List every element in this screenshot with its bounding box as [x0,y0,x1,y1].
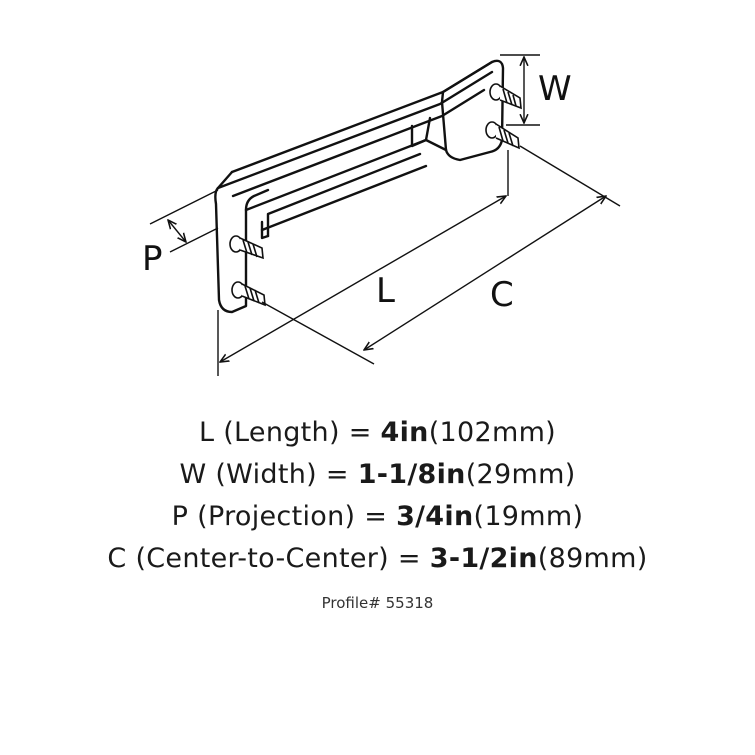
spec-length: L (Length) = 4in(102mm) [0,412,755,454]
handle-drawing [214,59,505,314]
c-label: C [490,275,514,315]
l-dimension-line [220,196,506,362]
p-extension-b [169,227,219,253]
spec-projection: P (Projection) = 3/4in(19mm) [0,496,755,538]
spec-metric: (29mm) [465,459,576,490]
p-extension-a [149,189,219,225]
spec-metric: (19mm) [473,501,584,532]
spec-value: 3-1/2in [429,543,538,574]
spec-equals: = [348,417,372,448]
spec-equals: = [325,459,349,490]
spec-metric: (89mm) [537,543,648,574]
p-label: P [142,239,163,279]
spec-letter: C [107,543,127,574]
spec-value: 1-1/8in [357,459,466,490]
p-dimension-line [168,220,186,242]
spec-metric: (102mm) [428,417,557,448]
screw-bottom-right [485,121,520,150]
c-dimension-line [364,196,606,350]
spec-name: (Projection) [197,501,356,532]
spec-list: L (Length) = 4in(102mm) W (Width) = 1-1/… [0,412,755,580]
dimension-lines [149,54,621,376]
l-label: L [376,271,395,311]
spec-letter: L [198,417,215,448]
spec-name: (Width) [215,459,317,490]
spec-equals: = [397,543,421,574]
spec-value: 3/4in [396,501,474,532]
spec-center-to-center: C (Center-to-Center) = 3-1/2in(89mm) [0,538,755,580]
spec-name: (Length) [223,417,340,448]
profile-number: Profile# 55318 [321,594,434,612]
spec-equals: = [364,501,388,532]
spec-value: 4in [380,417,429,448]
pull-handle-diagram: W P L C [142,54,621,376]
w-label: W [538,69,572,109]
spec-name: (Center-to-Center) [135,543,390,574]
spec-letter: P [171,501,189,532]
c-extension-left [261,301,375,365]
spec-letter: W [179,459,207,490]
spec-width: W (Width) = 1-1/8in(29mm) [0,454,755,496]
